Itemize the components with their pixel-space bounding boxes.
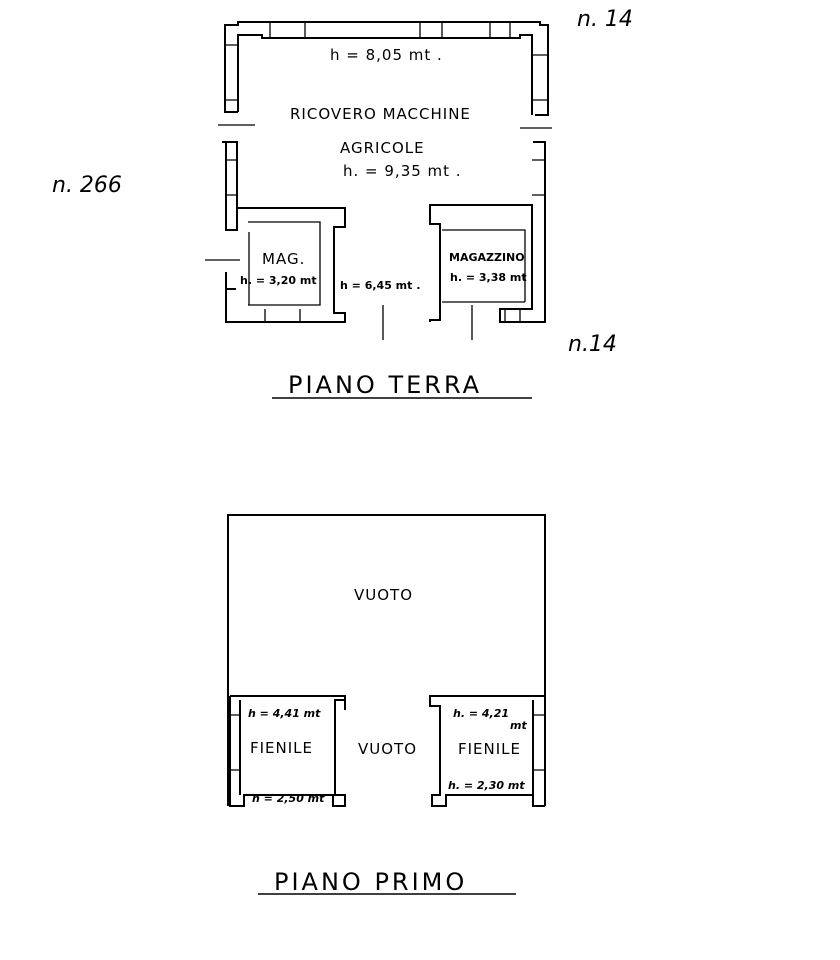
main-room-name-line2: AGRICOLE	[340, 139, 425, 157]
first-floor-right-barn	[429, 695, 545, 807]
left-barn-name: FIENILE	[250, 739, 313, 757]
right-store-height: h. = 3,38 mt	[450, 271, 527, 284]
left-barn-height-top: h = 4,41 mt	[248, 707, 321, 720]
left-barn-height-bottom: h = 2,50 mt	[252, 792, 325, 805]
first-floor-window-marks	[230, 714, 545, 771]
passage-height: h = 6,45 mt .	[340, 279, 420, 292]
void-lower-label: VUOTO	[358, 740, 417, 758]
ground-floor-window-marks	[225, 22, 548, 322]
first-floor-left-barn	[229, 695, 346, 807]
neighbor-label-bottom-right: n.14	[568, 332, 617, 357]
void-upper-label: VUOTO	[354, 586, 413, 604]
ground-floor-outer-wall	[222, 21, 549, 323]
neighbor-label-top-right: n. 14	[577, 7, 633, 32]
main-room-height-top: h = 8,05 mt .	[330, 46, 443, 64]
right-barn-name: FIENILE	[458, 740, 521, 758]
ground-floor-plan: h = 8,05 mt . RICOVERO MACCHINE AGRICOLE…	[205, 21, 552, 340]
left-store-height: h. = 3,20 mt	[240, 274, 317, 287]
right-barn-height-bottom: h. = 2,30 mt	[448, 779, 525, 792]
first-floor-title: PIANO PRIMO	[274, 868, 467, 896]
right-barn-height-unit: mt	[510, 719, 527, 732]
main-room-name-line1: RICOVERO MACCHINE	[290, 105, 471, 123]
ground-floor-inner-walls	[205, 124, 552, 340]
right-barn-height-top: h. = 4,21	[453, 707, 509, 720]
first-floor-plan: VUOTO VUOTO h = 4,41 mt FIENILE h = 2,50…	[227, 514, 546, 807]
ground-floor-title: PIANO TERRA	[288, 371, 482, 399]
main-room-height: h. = 9,35 mt .	[343, 162, 462, 180]
neighbor-label-left: n. 266	[52, 173, 122, 198]
right-store-name: MAGAZZINO	[449, 251, 525, 264]
first-floor-outer-wall	[227, 514, 546, 806]
left-store-name: MAG.	[262, 250, 305, 268]
